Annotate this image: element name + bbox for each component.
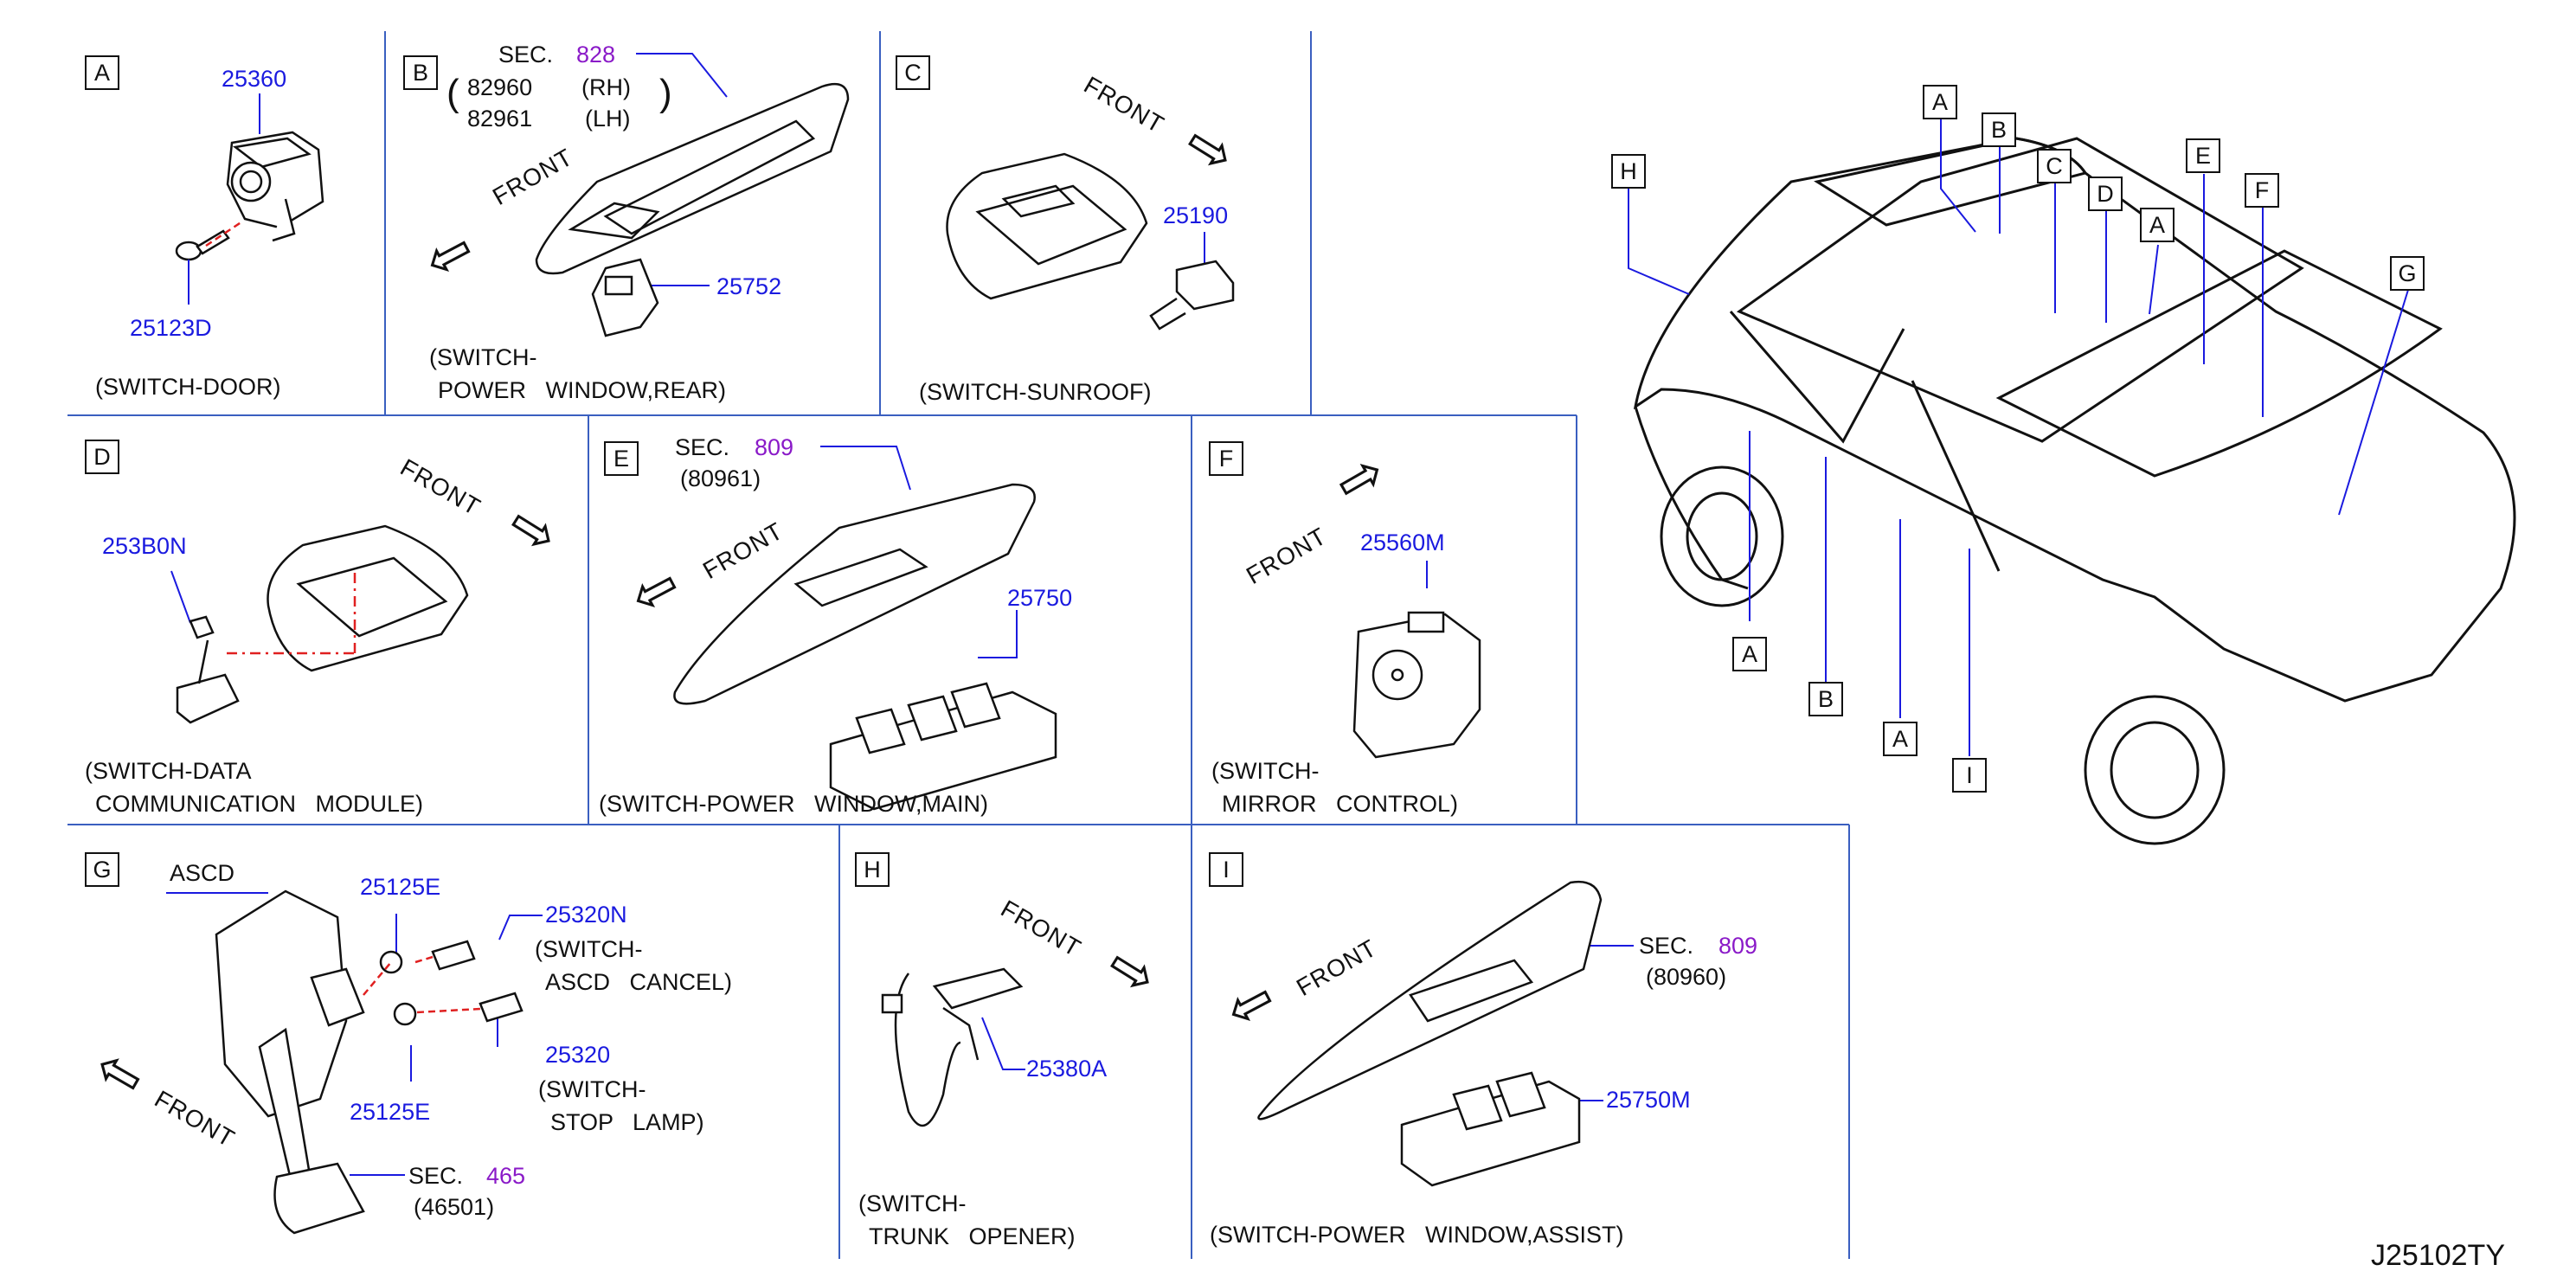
caption-h-2: TRUNK OPENER)	[869, 1223, 1076, 1249]
vehicle-callout-a[interactable]: A	[1732, 637, 1767, 671]
note-g-2b: STOP LAMP)	[550, 1109, 704, 1135]
panel-label-f: F	[1209, 441, 1243, 476]
ref-e: (80961)	[680, 465, 761, 491]
part-number-g-2[interactable]: 25320N	[545, 902, 627, 928]
sec-number-b[interactable]: 828	[576, 42, 616, 67]
vehicle-callout-a[interactable]: A	[1923, 85, 1957, 119]
ref-b-1-side: (RH)	[581, 74, 631, 100]
vehicle-callout-a[interactable]: A	[2140, 208, 2175, 242]
panel-label-a: A	[85, 55, 119, 90]
ref-b-1: 82960	[467, 74, 533, 100]
part-number-i-1[interactable]: 25750M	[1606, 1087, 1691, 1113]
sunroof-switch-drawing	[946, 152, 1235, 331]
vehicle-callout-d[interactable]: D	[2088, 177, 2123, 211]
pedal-switch-drawing	[215, 889, 524, 1235]
mirror-control-switch-drawing	[1352, 611, 1481, 759]
caption-f-2: MIRROR CONTROL)	[1222, 791, 1458, 817]
caption-d-1: (SWITCH-DATA	[85, 758, 252, 784]
drawing-code: J25102TY	[2371, 1239, 2505, 1272]
caption-h-1: (SWITCH-	[858, 1191, 967, 1217]
part-number-h-1[interactable]: 25380A	[1026, 1056, 1108, 1082]
vehicle-callout-f[interactable]: F	[2245, 173, 2279, 208]
caption-c: (SWITCH-SUNROOF)	[919, 379, 1152, 405]
vehicle-callout-b[interactable]: B	[1808, 682, 1843, 716]
part-number-g-3[interactable]: 25320	[545, 1042, 611, 1068]
panel-grid	[67, 31, 1850, 1259]
vehicle-callout-e[interactable]: E	[2186, 138, 2220, 173]
part-number-c-1[interactable]: 25190	[1163, 202, 1229, 228]
caption-a: (SWITCH-DOOR)	[95, 374, 281, 400]
paren-close-b: )	[659, 72, 672, 114]
vehicle-callout-b[interactable]: B	[1982, 112, 2016, 147]
caption-b-1: (SWITCH-	[429, 344, 537, 370]
part-number-g-4[interactable]: 25125E	[350, 1099, 431, 1125]
panel-label-g: G	[85, 852, 119, 887]
ascd-label: ASCD	[170, 860, 235, 886]
note-g-2a: (SWITCH-	[538, 1076, 646, 1102]
vehicle-callout-g[interactable]: G	[2390, 256, 2425, 291]
vehicle-callout-c[interactable]: C	[2037, 149, 2072, 183]
part-number-b-1[interactable]: 25752	[716, 273, 782, 299]
caption-b-2: POWER WINDOW,REAR)	[438, 377, 726, 403]
panel-label-c: C	[896, 55, 930, 90]
caption-f-1: (SWITCH-	[1211, 758, 1320, 784]
vehicle-callout-h[interactable]: H	[1611, 154, 1646, 189]
part-number-a-1[interactable]: 25360	[222, 66, 287, 92]
panel-label-i: I	[1209, 852, 1243, 887]
sec-label-g: SEC.	[408, 1163, 464, 1189]
rear-window-switch-drawing	[535, 82, 850, 337]
note-g-1a: (SWITCH-	[535, 936, 643, 962]
ref-g: (46501)	[414, 1194, 495, 1220]
trunk-opener-switch-drawing	[881, 967, 1024, 1127]
part-number-f-1[interactable]: 25560M	[1360, 530, 1445, 555]
data-module-switch-drawing	[176, 524, 469, 724]
ref-b-2-side: (LH)	[585, 106, 631, 132]
sec-number-i[interactable]: 809	[1718, 933, 1758, 959]
paren-open-b: (	[446, 72, 459, 114]
part-number-e-1[interactable]: 25750	[1007, 585, 1073, 611]
vehicle-leader-lines	[1628, 119, 2409, 756]
caption-e: (SWITCH-POWER WINDOW,MAIN)	[599, 791, 988, 817]
sec-label-i: SEC.	[1639, 933, 1694, 959]
part-number-g-1[interactable]: 25125E	[360, 874, 441, 900]
part-number-d-1[interactable]: 253B0N	[102, 533, 187, 559]
sec-label-b: SEC.	[498, 42, 554, 67]
ref-b-2: 82961	[467, 106, 533, 132]
panel-label-d: D	[85, 440, 119, 474]
door-switch-drawing	[175, 131, 324, 261]
sec-label-e: SEC.	[675, 434, 730, 460]
vehicle-drawing	[1633, 137, 2516, 845]
sec-number-e[interactable]: 809	[755, 434, 794, 460]
panel-label-h: H	[855, 852, 890, 887]
ref-i: (80960)	[1646, 964, 1727, 990]
assist-window-switch-drawing	[1257, 880, 1603, 1187]
caption-i: (SWITCH-POWER WINDOW,ASSIST)	[1210, 1222, 1624, 1248]
panel-label-b: B	[403, 55, 438, 90]
vehicle-callout-i[interactable]: I	[1952, 758, 1987, 793]
part-number-a-2[interactable]: 25123D	[130, 315, 212, 341]
main-window-switch-drawing	[673, 483, 1057, 811]
vehicle-callout-a[interactable]: A	[1883, 722, 1918, 756]
note-g-1b: ASCD CANCEL)	[545, 969, 733, 995]
caption-d-2: COMMUNICATION MODULE)	[95, 791, 423, 817]
panel-label-e: E	[604, 441, 639, 476]
sec-number-g[interactable]: 465	[486, 1163, 526, 1189]
